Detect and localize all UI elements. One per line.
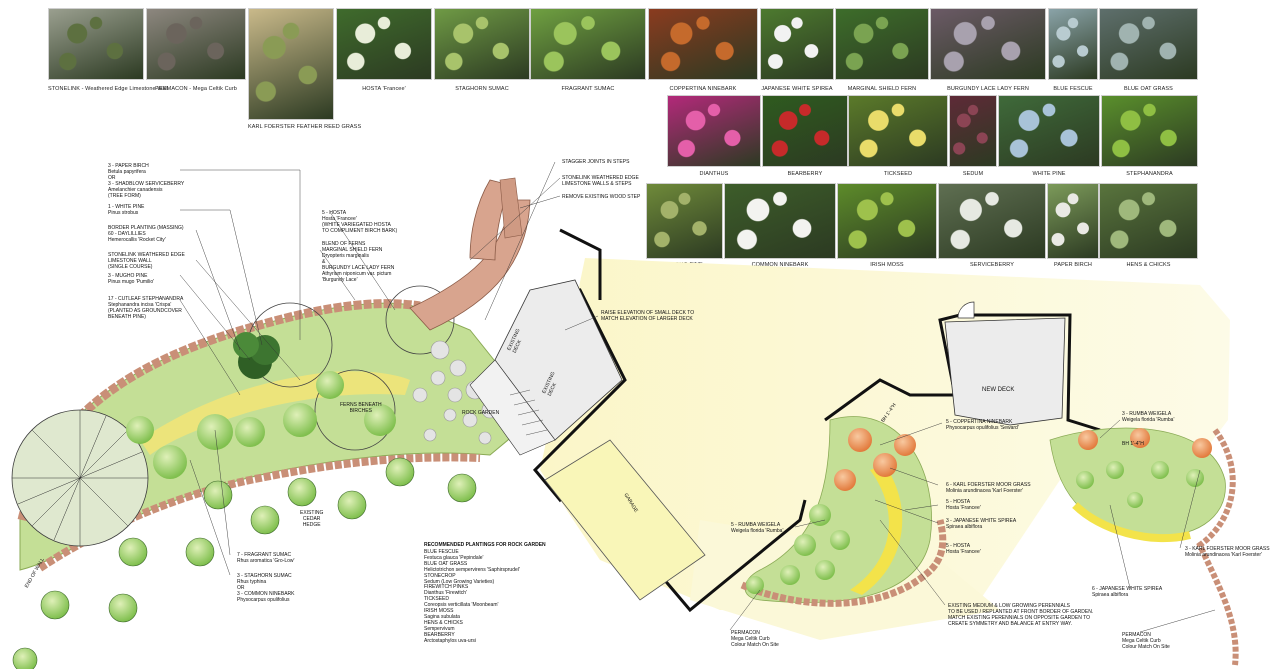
note-jspirea-6: 6 - JAPANESE WHITE SPIREA Spiraea albifl…: [1092, 586, 1163, 598]
entry-garden-left: [740, 416, 947, 607]
photo-caption-dianthus: DIANTHUS: [699, 171, 729, 177]
photo-wpine: [998, 95, 1100, 167]
note-rock-garden-list: BLUE FESCUE Festuca glauca 'Pepindale' B…: [424, 549, 520, 644]
note-permacon-1: PERMACON Mega Celtik Curb Colour Match O…: [731, 630, 779, 648]
photo-birch: [1047, 183, 1099, 259]
photo-caption-marginal: MARGINAL SHIELD FERN: [847, 86, 917, 92]
photo-caption-oat: BLUE OAT GRASS: [1124, 86, 1173, 92]
photo-bearberry: [762, 95, 848, 167]
cedar-hedge: [12, 457, 477, 669]
photo-fragrant: [530, 8, 646, 80]
note-rumba-5: 5 - RUMBA WEIGELA Weigela florida 'Rumba…: [731, 522, 784, 534]
photo-caption-hosta: HOSTA 'Francee': [362, 86, 406, 92]
photo-caption-bearberry: BEARBERRY: [787, 171, 823, 177]
photo-caption-serviceberry: SERVICEBERRY: [969, 262, 1015, 268]
label-new-deck: NEW DECK: [982, 387, 1015, 393]
note-fragrant-sumac: 7 - FRAGRANT SUMAC Rhus aromatica 'Gro-L…: [237, 552, 295, 564]
note-karl-6: 6 - KARL FOERSTER MOOR GRASS Molinia aru…: [946, 482, 1031, 494]
note-permacon-2: PERMACON Mega Celtik Curb Colour Match O…: [1122, 632, 1170, 650]
note-stagger: STAGGER JOINTS IN STEPS: [562, 159, 630, 165]
photo-caption-stonelink: STONELINK - Weathered Edge Limestone Wal…: [48, 86, 169, 92]
photo-caption-permacon: PERMACON - Mega Celtik Curb: [155, 86, 237, 92]
note-hosta-5b: 5 - HOSTA Hosta 'Francee': [946, 499, 981, 511]
label-rock-garden: ROCK GARDEN: [462, 410, 500, 416]
note-raise-deck: RAISE ELEVATION OF SMALL DECK TO MATCH E…: [601, 310, 695, 322]
photo-caption-hens: HENS & CHICKS: [1126, 262, 1171, 268]
photo-stephan: [1101, 95, 1198, 167]
photo-karl: [248, 8, 334, 120]
note-existing: EXISTING MEDIUM & LOW GROWING PERENNIALS…: [948, 603, 1094, 627]
photo-ninebark: [724, 183, 836, 259]
note-coppertina: 5 - COPPERTINA NINEBARK Physocarpus opul…: [946, 419, 1019, 431]
house-outline: [532, 228, 1101, 613]
photo-caption-birch: PAPER BIRCH: [1054, 262, 1092, 268]
photo-caption-karl: KARL FOERSTER FEATHER REED GRASS: [248, 124, 362, 130]
note-cutleaf: 17 - CUTLEAF STEPHANANDRA Stephanandra i…: [108, 296, 184, 320]
entry-garden-right: [1049, 427, 1239, 666]
note-paper-birch: 3 - PAPER BIRCH Betula papyrifera OR 3 -…: [108, 163, 185, 199]
note-border-planting: BORDER PLANTING (MASSING) 60 - DAYLILLIE…: [108, 225, 184, 243]
photo-caption-wpine: WHITE PINE: [1032, 171, 1066, 177]
photo-fescue: [1048, 8, 1098, 80]
existing-decks: [469, 279, 623, 456]
garage: [544, 439, 706, 601]
leader-lines: [179, 161, 1216, 633]
photo-caption-sedum: SEDUM: [962, 171, 984, 177]
note-stonelink-wall: STONELINK WEATHERED EDGE LIMESTONE WALL …: [108, 252, 185, 270]
photo-mugho: [646, 183, 723, 259]
note-hosta-5: 5 - HOSTA Hosta 'Francee' (WHITE VARIEGA…: [322, 210, 398, 234]
note-white-pine: 1 - WHITE PINE Pinus strobus: [108, 204, 145, 216]
photo-dianthus: [667, 95, 761, 167]
label-cedar-hedge: EXISTING CEDAR HEDGE: [300, 510, 324, 528]
photo-coppertina: [648, 8, 758, 80]
photo-marginal: [835, 8, 929, 80]
photo-staghorn: [434, 8, 530, 80]
note-ferns: BLEND OF FERNS MARGINAL SHIELD FERN Dryo…: [322, 241, 395, 283]
photo-caption-stephan: STEPHANANDRA: [1126, 171, 1173, 177]
photo-stonelink: [48, 8, 144, 80]
note-remove-step: REMOVE EXISTING WOOD STEP: [562, 194, 641, 200]
photo-jspirea: [760, 8, 834, 80]
photo-caption-staghorn: STAGHORN SUMAC: [455, 86, 509, 92]
photo-caption-fescue: BLUE FESCUE: [1053, 86, 1093, 92]
note-rock-garden-title: RECOMMENDED PLANTINGS FOR ROCK GARDEN: [424, 542, 546, 548]
new-deck: [944, 317, 1066, 426]
photo-tickseed: [848, 95, 948, 167]
label-ferns-birches: FERNS BENEATH BIRCHES: [340, 402, 382, 414]
photo-sedum: [949, 95, 997, 167]
photo-caption-coppertina: COPPERTINA NINEBARK: [669, 86, 737, 92]
note-staghorn-sumac: 3 - STAGHORN SUMAC Rhus typhina OR 3 - C…: [237, 573, 295, 603]
border-garden-bed: [11, 285, 521, 572]
photo-hens: [1099, 183, 1198, 259]
note-jspirea-3: 3 - JAPANESE WHITE SPIREA Spiraea albifl…: [946, 518, 1017, 530]
note-rumba-3: 3 - RUMBA WEIGELA Weigela florida 'Rumba…: [1122, 411, 1175, 423]
note-karl-3: 3 - KARL FOERSTER MOOR GRASS Molinia aru…: [1185, 546, 1270, 558]
stone-wall: [409, 177, 531, 331]
photo-oat: [1099, 8, 1198, 80]
photo-caption-jspirea: JAPANESE WHITE SPIREA: [761, 86, 833, 92]
photo-caption-burgundy: BURGUNDY LACE LADY FERN: [947, 86, 1029, 92]
note-mugho-pine: 3 - MUGHO PINE Pinus mugo 'Pumilio': [108, 273, 155, 285]
photo-caption-ninebark: COMMON NINEBARK: [751, 262, 809, 268]
photo-hosta: [336, 8, 432, 80]
photo-caption-tickseed: TICKSEED: [883, 171, 913, 177]
photo-permacon: [146, 8, 246, 80]
note-stone-steps: STONELINK WEATHERED EDGE LIMESTONE WALLS…: [562, 175, 639, 187]
photo-moss: [837, 183, 937, 259]
photo-caption-moss: IRISH MOSS: [870, 262, 904, 268]
photo-caption-fragrant: FRAGRANT SUMAC: [561, 86, 615, 92]
photo-burgundy: [930, 8, 1046, 80]
note-hosta-5c: 5 - HOSTA Hosta 'Francee': [946, 543, 981, 555]
photo-serviceberry: [938, 183, 1046, 259]
label-bh-1: BH 1'-4"H: [1122, 441, 1144, 447]
